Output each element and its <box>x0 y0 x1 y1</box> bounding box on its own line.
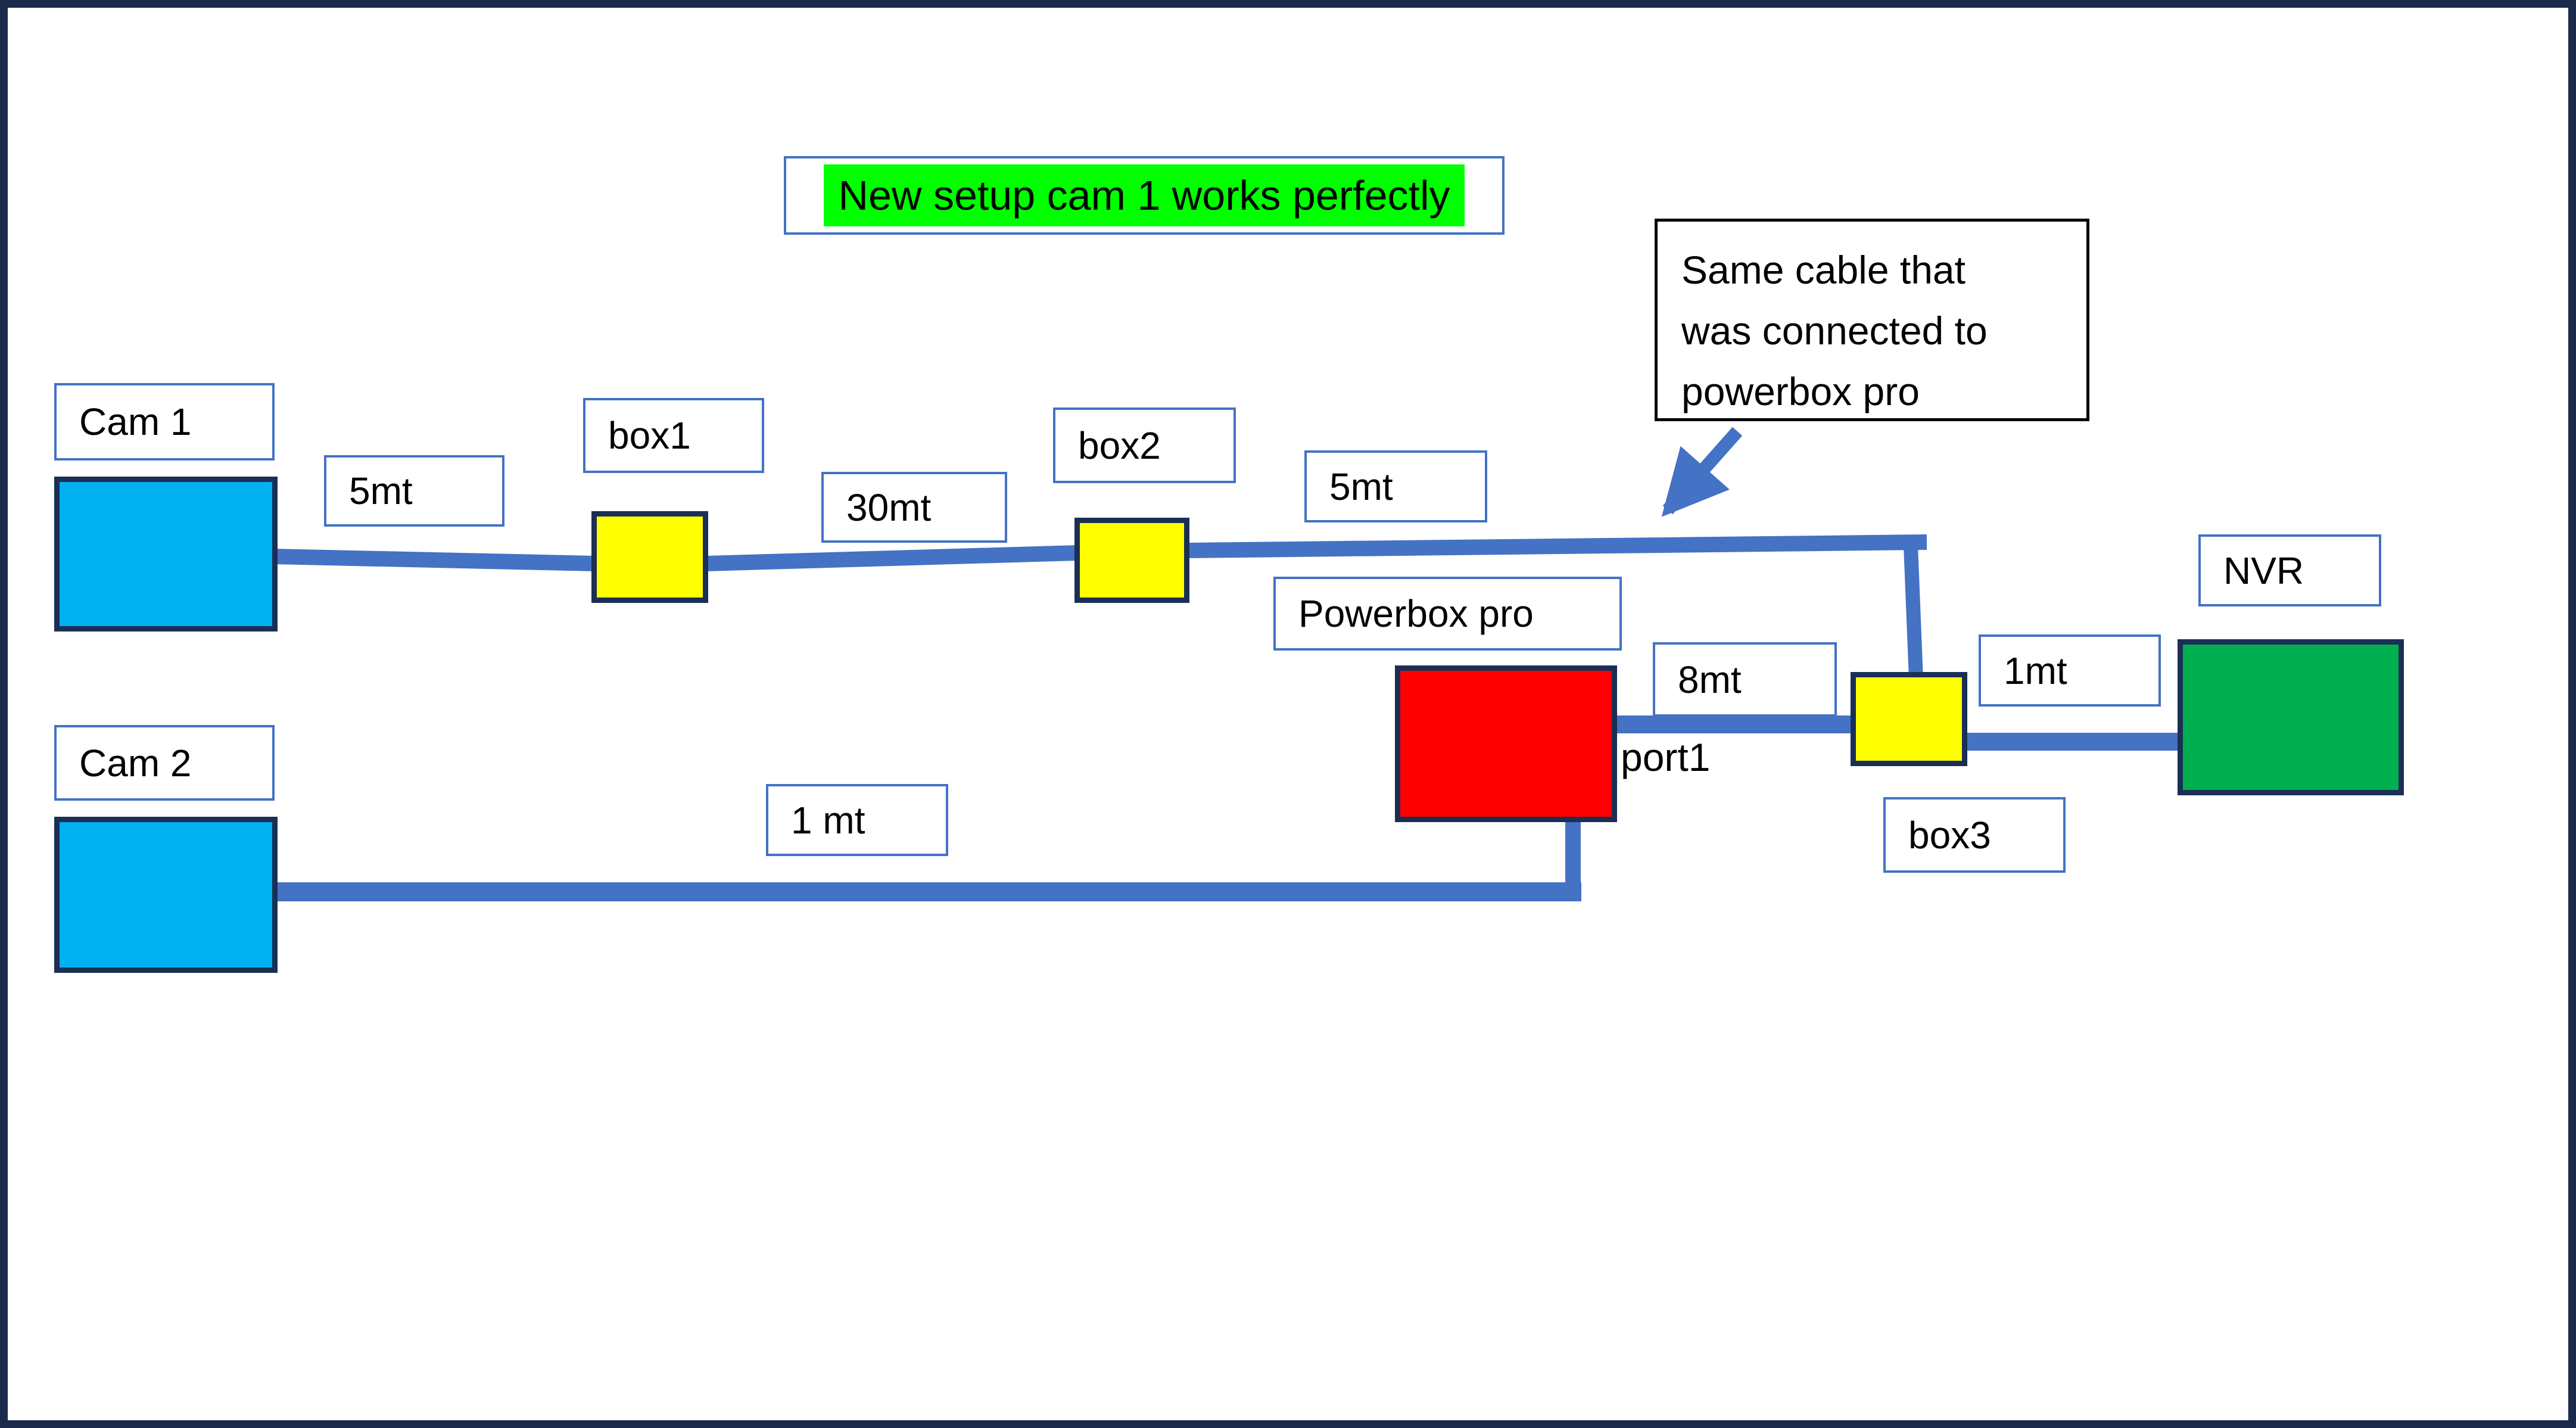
cam1-shape <box>54 477 278 631</box>
box1-label: box1 <box>583 398 764 473</box>
length-box2-junction-label: 5mt <box>1304 450 1487 522</box>
nvr-label: NVR <box>2198 534 2381 606</box>
length-powerbox-box3-label: 8mt <box>1653 642 1837 717</box>
note-box: Same cable that was connected to powerbo… <box>1655 219 2089 421</box>
box3-shape <box>1851 672 1967 766</box>
cam2-shape <box>54 817 278 973</box>
box2-label: box2 <box>1053 407 1236 483</box>
nvr-shape <box>2178 639 2404 795</box>
note-line-3: powerbox pro <box>1681 369 1920 413</box>
cable-junction-down-to-box3 <box>1904 545 1923 680</box>
cable-box2-to-junction <box>1186 534 1927 558</box>
cam2-label: Cam 2 <box>54 725 275 801</box>
box2-shape <box>1074 518 1189 603</box>
box3-label: box3 <box>1883 797 2066 873</box>
title-text: New setup cam 1 works perfectly <box>824 164 1465 226</box>
length-box1-box2-label: 30mt <box>821 472 1007 543</box>
note-line-1: Same cable that <box>1681 248 1966 292</box>
powerbox-label: Powerbox pro <box>1273 577 1622 651</box>
box1-shape <box>591 511 708 603</box>
note-arrow-icon <box>1661 427 1743 517</box>
length-cam2-run-label: 1 mt <box>766 784 948 856</box>
cable-box1-to-box2 <box>705 545 1079 571</box>
length-cam1-box1-label: 5mt <box>324 455 504 527</box>
cable-cam1-to-box1 <box>272 549 596 571</box>
cam1-label: Cam 1 <box>54 383 275 461</box>
title-box: New setup cam 1 works perfectly <box>784 156 1505 235</box>
powerbox-port1-text: port1 <box>1621 735 1711 779</box>
note-line-2: was connected to <box>1681 309 1988 353</box>
length-box3-nvr-label: 1mt <box>1979 634 2161 707</box>
powerbox-shape <box>1395 665 1617 822</box>
